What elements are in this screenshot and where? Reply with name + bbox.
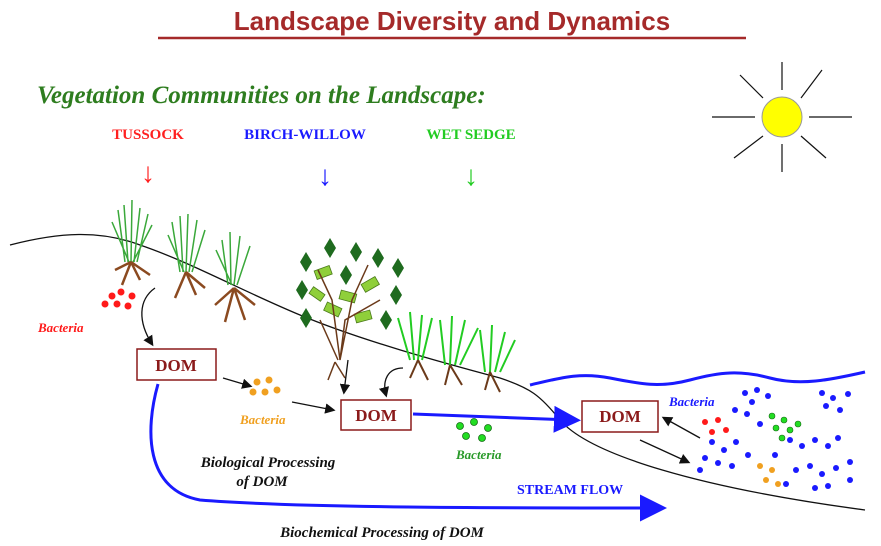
- svg-text:DOM: DOM: [355, 406, 397, 425]
- biological-caption-line1: Biological Processing: [200, 455, 336, 471]
- biochemical-caption: Biochemical Processing of DOM: [279, 525, 484, 541]
- stream-bacteria-red: [702, 417, 729, 435]
- sun-icon: [712, 62, 852, 172]
- bacteria-label-blue: Bacteria: [668, 394, 715, 409]
- dom-box-1: DOM: [136, 348, 217, 381]
- bacteria-label-orange: Bacteria: [239, 412, 286, 427]
- arrow-down-wet-sedge: ↓: [464, 161, 478, 192]
- label-tussock: TUSSOCK: [112, 127, 184, 143]
- dom-box-3: DOM: [581, 400, 659, 433]
- subtitle: Vegetation Communities on the Landscape:: [37, 82, 486, 109]
- bacteria-cluster-red: [101, 288, 136, 310]
- stream-surface: [529, 370, 866, 387]
- arrow-down-birch-willow: ↓: [318, 161, 332, 192]
- wet-sedge-roots: [409, 359, 501, 393]
- page-title: Landscape Diversity and Dynamics: [234, 6, 670, 36]
- birch-willow-shrubs: [296, 238, 404, 381]
- svg-text:DOM: DOM: [155, 356, 197, 375]
- bacteria-cluster-green: [456, 418, 492, 442]
- svg-text:DOM: DOM: [599, 407, 641, 426]
- stream-flow-label: STREAM FLOW: [517, 483, 623, 498]
- bacteria-label-green: Bacteria: [455, 447, 502, 462]
- bacteria-label-red: Bacteria: [37, 320, 84, 335]
- arrow-down-tussock: ↓: [141, 158, 155, 189]
- tussock-roots: [114, 260, 256, 323]
- wet-sedge-plants: [397, 311, 516, 373]
- biological-caption-line2: of DOM: [236, 474, 288, 490]
- flow-arrow-dom: [412, 405, 581, 433]
- stream-bacteria-blue: [697, 387, 853, 491]
- label-wet-sedge: WET SEDGE: [426, 127, 515, 143]
- label-birch-willow: BIRCH-WILLOW: [244, 127, 366, 143]
- tussock-plants: [111, 199, 251, 286]
- process-arrows: [141, 287, 701, 464]
- bacteria-cluster-orange: [249, 376, 281, 396]
- stream-bacteria-green: [768, 412, 802, 442]
- stream-bacteria-orange: [757, 463, 781, 487]
- stream-flow-arrow: [149, 383, 667, 522]
- dom-box-2: DOM: [340, 399, 412, 431]
